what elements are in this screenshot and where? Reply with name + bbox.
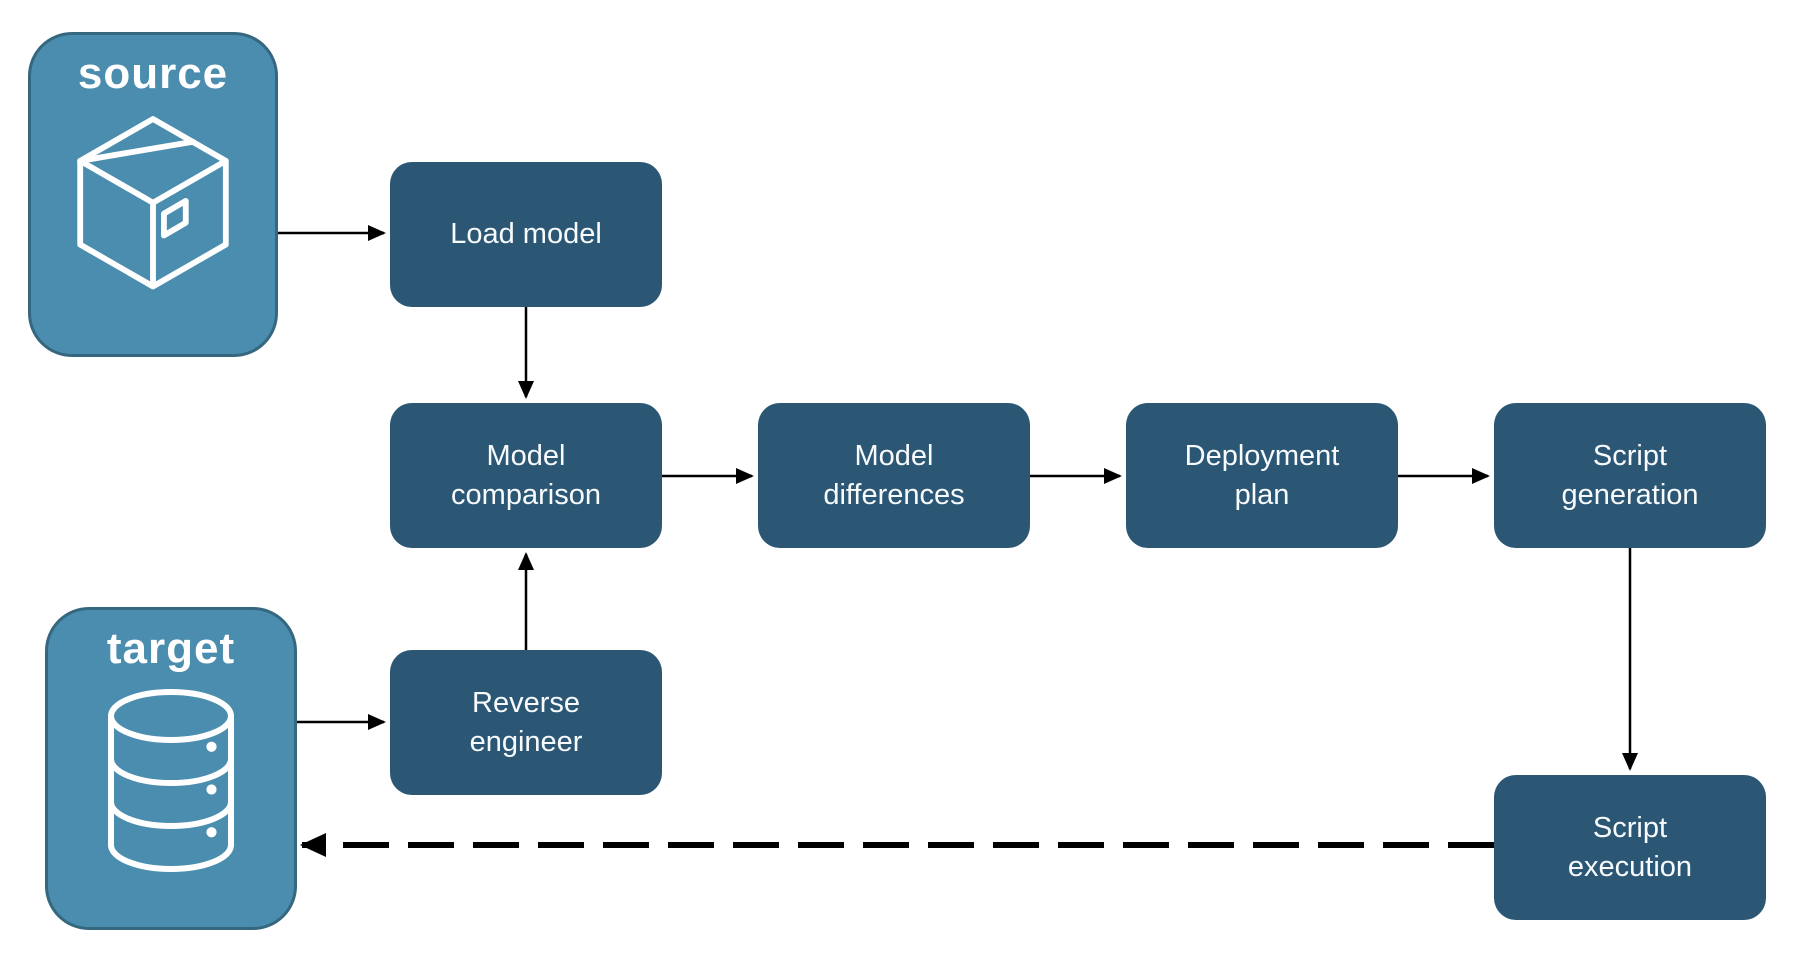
entity-source: source: [28, 32, 278, 357]
entity-source-label: source: [77, 49, 229, 98]
node-script-execution: Script execution: [1494, 775, 1766, 920]
node-model-differences: Model differences: [758, 403, 1030, 548]
entity-target: target: [45, 607, 297, 930]
node-load-model: Load model: [390, 162, 662, 307]
node-model-comparison: Model comparison: [390, 403, 662, 548]
node-script-generation: Script generation: [1494, 403, 1766, 548]
package-icon: [62, 108, 244, 312]
node-deployment-plan: Deployment plan: [1126, 403, 1398, 548]
database-icon: [96, 683, 246, 878]
node-reverse-engineer: Reverse engineer: [390, 650, 662, 795]
entity-target-label: target: [106, 624, 236, 673]
